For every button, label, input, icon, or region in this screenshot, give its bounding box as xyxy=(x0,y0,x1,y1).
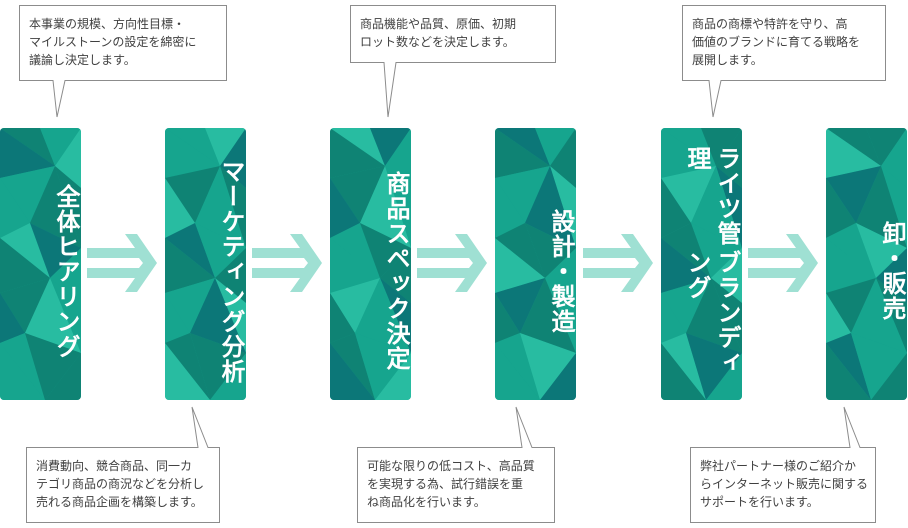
step-label-line: マーケティング分析 xyxy=(217,158,245,384)
step-label-line: 商品スペック決定 xyxy=(382,171,410,371)
callout-text: 消費動向、競合商品、同一カ テゴリ商品の商況などを分析し 売れる商品企画を構築し… xyxy=(36,459,205,509)
double-arrow-right-icon xyxy=(583,234,653,292)
double-arrow-right-icon xyxy=(417,234,487,292)
double-arrow-right-icon xyxy=(748,234,818,292)
step-label-line: 卸・販売 xyxy=(878,221,906,321)
step-label-1: 全体ヒアリング xyxy=(0,146,81,396)
step-label-line: 全体ヒアリング xyxy=(52,183,80,359)
callout-text: 商品の商標や特許を守り、高 価値のブランドに育てる戦略を 展開します。 xyxy=(692,17,861,67)
double-arrow-right-icon xyxy=(252,234,322,292)
step-label-2: マーケティング分析 xyxy=(165,146,246,396)
panel-pattern xyxy=(0,128,81,400)
panel-pattern xyxy=(661,128,742,400)
double-arrow-right-icon xyxy=(87,234,157,292)
step-label-6: 卸・販売 xyxy=(826,146,907,396)
panel-pattern xyxy=(826,128,907,400)
callout-top-3: 商品の商標や特許を守り、高 価値のブランドに育てる戦略を 展開します。 xyxy=(682,5,886,118)
step-label-line: ブランディング xyxy=(683,250,741,376)
step-label-line: ライツ管理 xyxy=(683,146,741,246)
step-panel-5: ライツ管理 ブランディング xyxy=(661,128,742,400)
callout-frame xyxy=(682,5,886,118)
callout-bottom-1: 消費動向、競合商品、同一カ テゴリ商品の商況などを分析し 売れる商品企画を構築し… xyxy=(26,406,220,523)
step-panel-4: 設計・製造 xyxy=(495,128,576,400)
callout-frame xyxy=(350,5,556,118)
step-label-5: ライツ管理 ブランディング xyxy=(661,146,742,396)
step-label-line: 設計・製造 xyxy=(547,208,575,334)
callout-top-1: 本事業の規模、方向性目標・ マイルストーンの設定を綿密に 議論し決定します。 xyxy=(19,5,227,118)
step-panel-3: 商品スペック決定 xyxy=(330,128,411,400)
step-label-3: 商品スペック決定 xyxy=(330,146,411,396)
step-panel-1: 全体ヒアリング xyxy=(0,128,81,400)
callout-frame xyxy=(26,406,220,523)
callout-bottom-3: 弊社パートナー様のご紹介か らインターネット販売に関する サポートを行います。 xyxy=(690,406,876,523)
panel-pattern xyxy=(330,128,411,400)
step-panel-6: 卸・販売 xyxy=(826,128,907,400)
callout-frame xyxy=(19,5,227,118)
callout-text: 可能な限りの低コスト、高品質 を実現する為、試行錯誤を重 ね商品化を行います。 xyxy=(367,459,535,509)
panel-pattern xyxy=(495,128,576,400)
callout-frame xyxy=(357,406,555,523)
callout-text: 商品機能や品質、原価、初期 ロット数などを決定します。 xyxy=(360,17,517,49)
panel-pattern xyxy=(165,128,246,400)
step-panel-2: マーケティング分析 xyxy=(165,128,246,400)
callout-frame xyxy=(690,406,876,523)
step-label-4: 設計・製造 xyxy=(495,146,576,396)
callout-text: 弊社パートナー様のご紹介か らインターネット販売に関する サポートを行います。 xyxy=(700,459,869,509)
callout-bottom-2: 可能な限りの低コスト、高品質 を実現する為、試行錯誤を重 ね商品化を行います。 xyxy=(357,406,555,523)
callout-top-2: 商品機能や品質、原価、初期 ロット数などを決定します。 xyxy=(350,5,556,118)
callout-text: 本事業の規模、方向性目標・ マイルストーンの設定を綿密に 議論し決定します。 xyxy=(29,17,197,67)
